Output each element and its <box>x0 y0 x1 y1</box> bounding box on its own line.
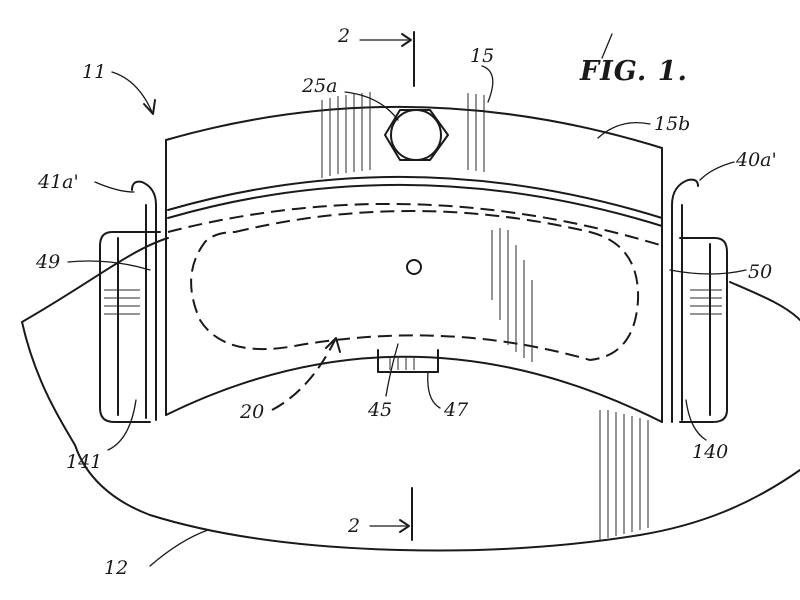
figure-title: FIG. 1. <box>579 56 688 87</box>
label-40a: 40a' <box>735 149 777 171</box>
leader-25a <box>344 91 399 121</box>
label-12: 12 <box>104 557 128 579</box>
label-141: 141 <box>66 451 102 473</box>
label-15: 15 <box>470 45 494 67</box>
label-20: 20 <box>239 401 264 423</box>
backing-plate <box>165 105 663 226</box>
backing-plate-lower-edge-2 <box>167 183 663 227</box>
backing-plate-lower-edge <box>167 175 663 219</box>
center-hole <box>406 259 422 275</box>
leader-140 <box>685 399 707 441</box>
hex-bolt-face <box>390 109 442 161</box>
hex-bolt <box>384 109 449 161</box>
section-marker-bottom <box>369 487 413 541</box>
leader-45 <box>385 343 399 397</box>
right-spring-clip <box>671 178 699 423</box>
leader-15b <box>597 121 651 139</box>
label-49: 49 <box>35 251 60 273</box>
left-spring-clip <box>131 180 157 421</box>
leader-fig <box>601 33 613 59</box>
leader-20-arrow <box>325 337 341 353</box>
leader-11 <box>111 71 153 113</box>
friction-pad <box>165 225 663 423</box>
leader-47 <box>427 371 441 409</box>
section-marker-top <box>359 31 415 87</box>
leader-41a <box>94 181 135 193</box>
leader-11-arrow <box>143 99 156 115</box>
caliper-body-outline <box>21 237 800 552</box>
leader-15 <box>481 65 494 103</box>
bottom-tab <box>377 349 439 373</box>
section-label-bottom: 2 <box>347 515 360 537</box>
label-11: 11 <box>82 61 106 83</box>
label-140: 140 <box>692 441 728 463</box>
shading-hatch <box>104 92 722 540</box>
leader-141 <box>107 399 137 451</box>
dashed-pocket-outline-20 <box>190 210 640 362</box>
label-15b: 15b <box>654 113 690 135</box>
label-41a: 41a' <box>37 171 79 193</box>
leader-40a <box>699 161 735 181</box>
section-label-top: 2 <box>337 25 350 47</box>
label-25a: 25a <box>301 75 338 97</box>
leader-50 <box>669 269 747 275</box>
right-abutment-block <box>679 237 728 423</box>
label-50: 50 <box>748 261 772 283</box>
leader-49 <box>67 260 151 271</box>
leader-12 <box>149 529 209 567</box>
leader-20 <box>271 339 336 411</box>
left-abutment-block <box>99 231 161 423</box>
label-45: 45 <box>367 399 392 421</box>
dashed-wear-outline <box>167 202 661 246</box>
label-47: 47 <box>443 399 469 421</box>
